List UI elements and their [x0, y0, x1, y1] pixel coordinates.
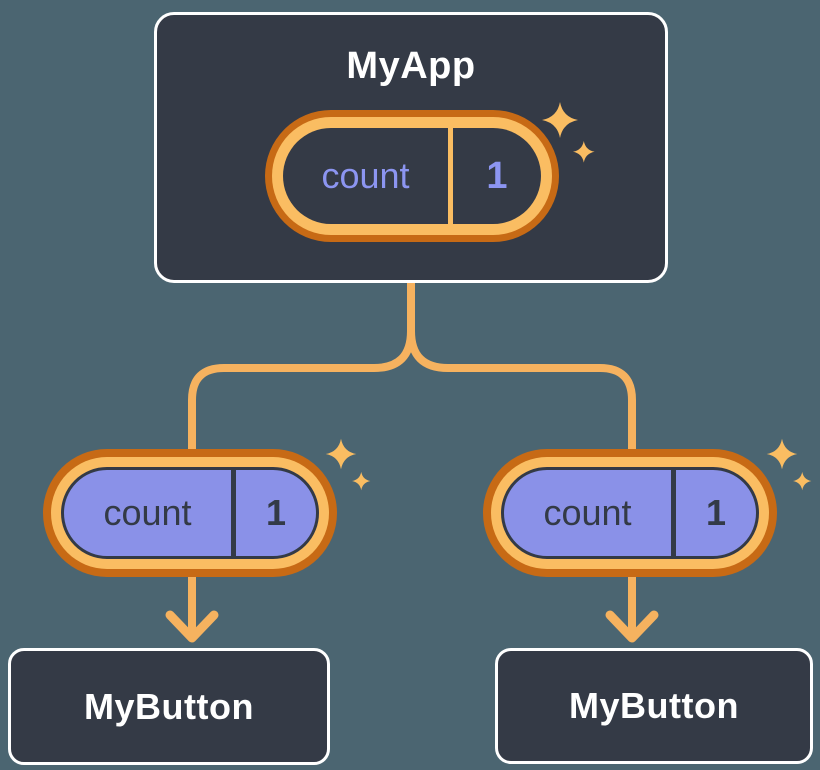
prop-name-label: count	[543, 492, 632, 533]
pill-divider	[448, 128, 453, 224]
state-pill-root: count 1	[265, 110, 559, 242]
sparkle-icon	[325, 438, 371, 491]
arrowhead-right-icon	[605, 610, 659, 643]
prop-name-label: count	[103, 492, 192, 533]
prop-value: 1	[265, 492, 287, 533]
prop-pill-core: count 1	[501, 467, 759, 559]
arrowhead-left-icon	[165, 610, 219, 643]
branch-line-right	[407, 279, 636, 637]
pill-divider	[671, 470, 676, 556]
component-title: MyButton	[569, 685, 739, 726]
state-name-label: count	[321, 155, 410, 196]
component-node-mybutton-left: MyButton	[8, 648, 330, 765]
sparkle-icon	[542, 102, 595, 163]
prop-value: 1	[705, 492, 727, 533]
prop-pill-left: count 1	[43, 449, 337, 577]
prop-pill-ring: count 1	[51, 457, 329, 569]
state-pill-ring: count 1	[272, 117, 552, 235]
sparkle-icon	[766, 438, 812, 491]
prop-pill-right: count 1	[483, 449, 777, 577]
component-title: MyApp	[346, 45, 476, 87]
prop-pill-core: count 1	[61, 467, 319, 559]
component-node-mybutton-right: MyButton	[495, 648, 813, 764]
pill-divider	[231, 470, 236, 556]
state-value: 1	[486, 154, 508, 197]
component-title: MyButton	[84, 685, 254, 727]
prop-pill-ring: count 1	[491, 457, 769, 569]
state-pill-core: count 1	[283, 128, 541, 224]
